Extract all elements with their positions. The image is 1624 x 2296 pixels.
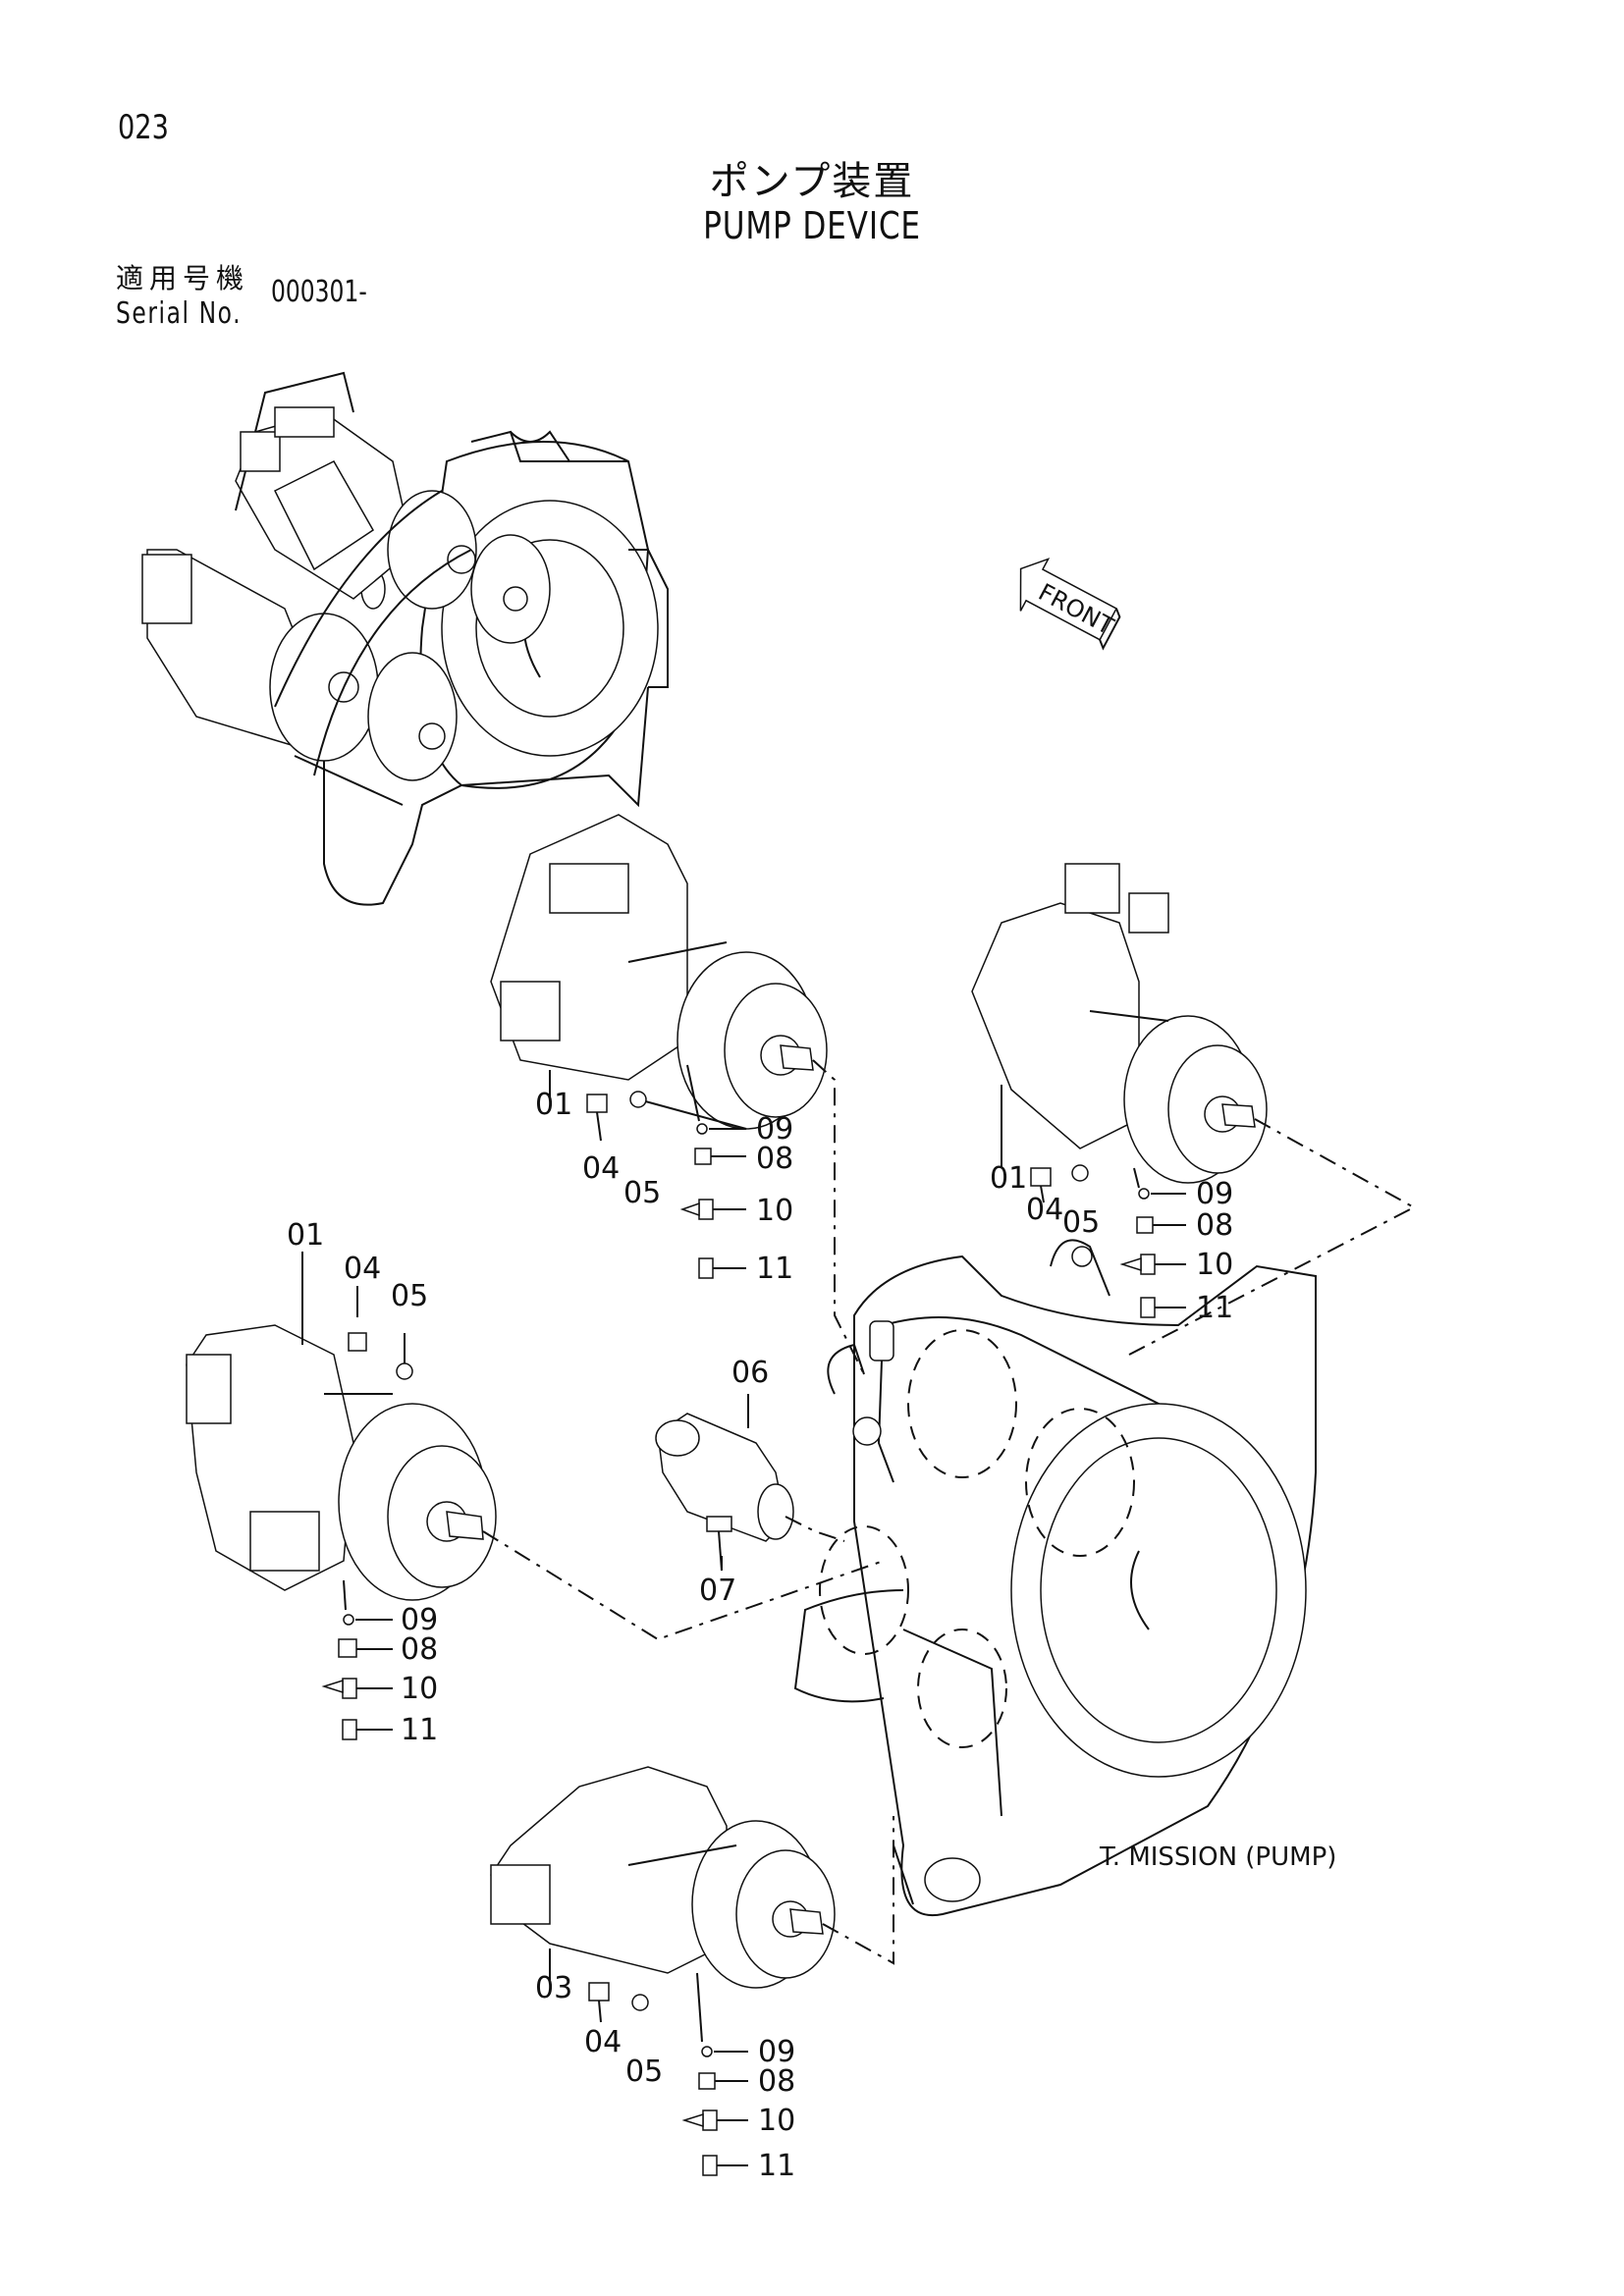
callout-p1-washer: 05 (623, 1176, 661, 1210)
pump-unit-upper-right (971, 863, 1417, 1356)
title-english: PUMP DEVICE (703, 204, 921, 247)
callout-leader-lines (301, 1064, 1186, 2176)
callout-p1-09: 09 (756, 1112, 793, 1147)
callout-p1-bolt: 04 (582, 1151, 620, 1186)
callout-p3-bolt: 04 (344, 1252, 381, 1286)
page-number: 023 (118, 108, 169, 147)
callout-gear-pump: 06 (731, 1356, 769, 1390)
callout-p2-08: 08 (1196, 1208, 1233, 1243)
callout-p2-washer: 05 (1062, 1205, 1100, 1240)
pump-unit-bottom (490, 1766, 894, 1989)
callout-gear-pump-bolt: 07 (699, 1574, 736, 1608)
front-direction-arrow: FRONT (1019, 558, 1121, 651)
callout-p4-pump: 03 (535, 1971, 572, 2005)
callout-p2-bolt: 04 (1026, 1193, 1063, 1227)
title-japanese: ポンプ装置 (709, 159, 915, 204)
callout-p2-09: 09 (1196, 1177, 1233, 1211)
callout-p2-pump: 01 (990, 1161, 1027, 1196)
callout-p4-08: 08 (758, 2064, 795, 2099)
callout-p2-11: 11 (1196, 1291, 1233, 1325)
transmission-housing (793, 1239, 1317, 1917)
callout-p1-10: 10 (756, 1194, 793, 1228)
transmission-label: T. MISSION (PUMP) (1099, 1842, 1336, 1872)
callout-p4-09: 09 (758, 2035, 795, 2069)
callout-p3-washer: 05 (391, 1279, 428, 1313)
serial-value: 000301- (271, 275, 367, 309)
callout-p4-washer: 05 (625, 2055, 663, 2089)
callout-p1-11: 11 (756, 1252, 793, 1286)
callout-p1-pump: 01 (535, 1088, 572, 1122)
callout-p3-09: 09 (401, 1603, 438, 1637)
serial-label-japanese: 適用号機 (116, 262, 250, 294)
callout-p3-11: 11 (401, 1713, 438, 1747)
callout-p2-10: 10 (1196, 1248, 1233, 1282)
callout-p4-10: 10 (758, 2104, 795, 2138)
callout-p3-pump: 01 (287, 1218, 324, 1253)
pump-unit-upper-center (490, 814, 865, 1375)
gear-pump-06 (655, 1413, 845, 1572)
callout-p4-11: 11 (758, 2149, 795, 2183)
serial-label-english: Serial No. (116, 296, 243, 331)
pump-unit-middle-left (186, 1324, 885, 1641)
callout-p1-08: 08 (756, 1142, 793, 1176)
callout-p3-08: 08 (401, 1632, 438, 1667)
callout-p4-bolt: 04 (584, 2025, 622, 2059)
callout-p3-10: 10 (401, 1672, 438, 1706)
assembly-overview-illustration (141, 371, 669, 906)
